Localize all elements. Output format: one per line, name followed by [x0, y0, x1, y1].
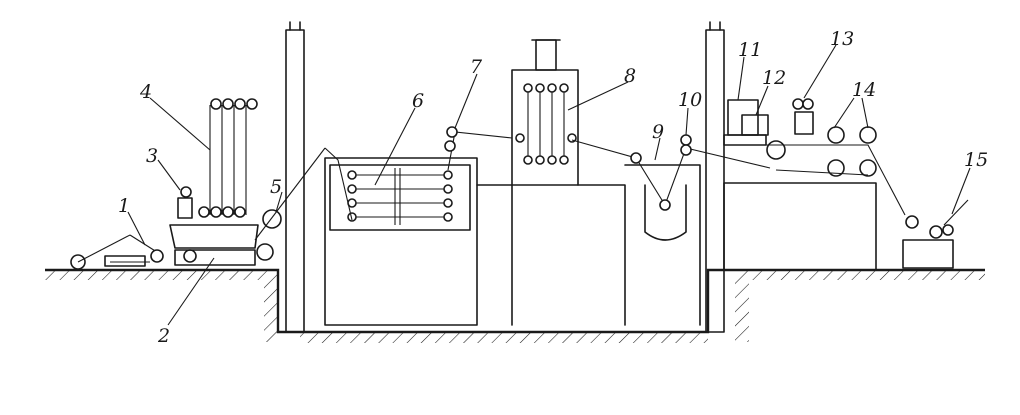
bath-rollers: [347, 168, 453, 225]
web-path: [324, 126, 771, 221]
label-15: 15: [964, 149, 988, 171]
feed-section: [70, 98, 326, 270]
dryer-strands: [515, 83, 577, 165]
label-10: 10: [678, 89, 702, 111]
right-wall: [705, 21, 725, 333]
label-6: 6: [412, 90, 424, 112]
label-9: 9: [652, 121, 664, 143]
label-11: 11: [738, 39, 762, 61]
label-7: 7: [470, 56, 483, 78]
central-pit: [324, 39, 701, 326]
label-5: 5: [270, 176, 282, 198]
label-12: 12: [762, 67, 786, 89]
label-2: 2: [157, 325, 170, 347]
floor-outline: [45, 268, 985, 343]
part-labels: 1 2 3 4 5 6 7 8 9 10 11 12 13 14 15: [118, 28, 988, 347]
label-4: 4: [139, 81, 152, 103]
left-wall: [285, 21, 305, 333]
finishing-section: [723, 98, 969, 271]
label-14: 14: [852, 79, 876, 101]
label-8: 8: [624, 65, 636, 87]
label-13: 13: [830, 28, 854, 50]
label-1: 1: [118, 195, 130, 217]
leader-lines: [127, 44, 971, 326]
label-3: 3: [146, 145, 158, 167]
